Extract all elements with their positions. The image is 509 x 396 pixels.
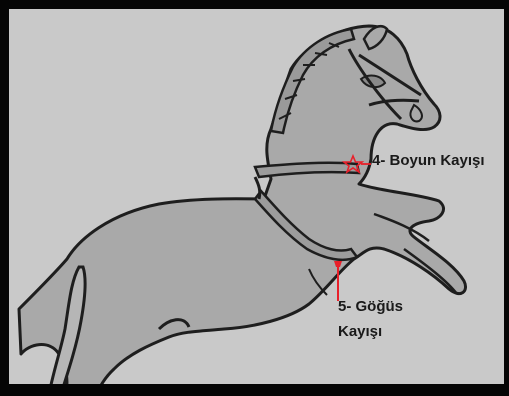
chest-strap-label-line1: 5- Göğüs xyxy=(338,298,403,315)
chest-strap-label-line2: Kayışı xyxy=(338,323,382,340)
horse-drawing xyxy=(9,9,509,396)
bottom-border xyxy=(0,384,509,396)
neck-strap-label: 4- Boyun Kayışı xyxy=(372,152,485,169)
